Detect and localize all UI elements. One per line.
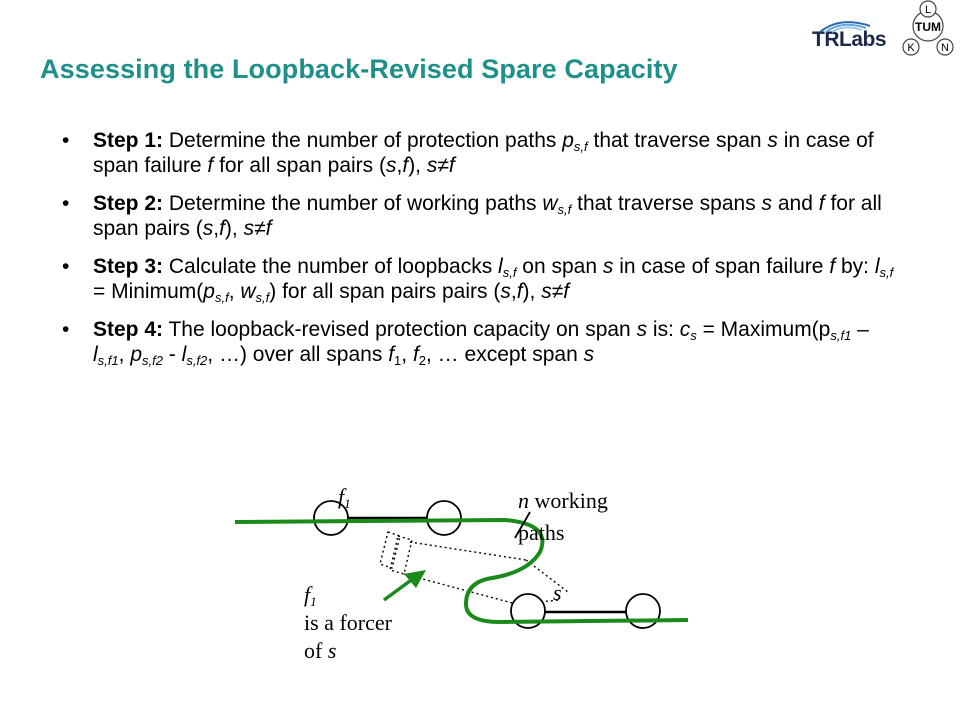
steps-list: • Step 1: Determine the number of protec… (62, 128, 902, 380)
node (625, 593, 661, 629)
svg-text:n working: n working (518, 488, 608, 513)
label-n: n (518, 488, 529, 513)
label-s: s (553, 580, 562, 605)
step-4: • Step 4: The loopback-revised protectio… (62, 318, 869, 368)
label-forcer-line3: of (304, 638, 328, 663)
step-2: • Step 2: Determine the number of workin… (62, 192, 882, 240)
tum-letter-k: K (907, 42, 915, 54)
label-f1-top: f (338, 484, 347, 509)
tum-mark: TUM (915, 20, 941, 34)
trlabs-logo-text: TRLabs (812, 28, 887, 51)
path-count-tick (514, 511, 531, 539)
forcer-arrow-head-icon (404, 570, 426, 588)
node (426, 500, 462, 536)
bullet: • (62, 318, 70, 341)
page-title: Assessing the Loopback-Revised Spare Cap… (40, 54, 678, 84)
label-forcer-line2: is a forcer (304, 610, 393, 635)
node (510, 593, 546, 629)
tum-lkn-logo: L K N TUM (902, 0, 954, 56)
forcer-arrow (382, 576, 416, 602)
bullet: • (62, 192, 70, 215)
loopback-dotted-path (379, 531, 569, 605)
label-forcer-f: f (304, 582, 313, 607)
svg-text:f1: f1 (338, 484, 351, 511)
loopback-diagram: f1 n working paths s f1 is a forcer of s (234, 484, 689, 663)
trlabs-waves-icon (819, 21, 871, 33)
working-paths-route (234, 517, 689, 625)
bullet: • (62, 255, 70, 278)
label-paths: paths (518, 520, 564, 545)
step-1: • Step 1: Determine the number of protec… (62, 129, 874, 177)
node (313, 500, 349, 536)
label-working: working (529, 488, 608, 513)
bullet: • (62, 129, 70, 152)
trlabs-logo: TRLabs (812, 21, 887, 52)
svg-text:of s: of s (304, 638, 336, 663)
label-forcer-s: s (328, 638, 337, 663)
tum-letter-n: N (941, 42, 949, 54)
step-3: • Step 3: Calculate the number of loopba… (62, 255, 894, 305)
svg-text:f1: f1 (304, 582, 317, 609)
tum-letter-l: L (925, 4, 931, 16)
